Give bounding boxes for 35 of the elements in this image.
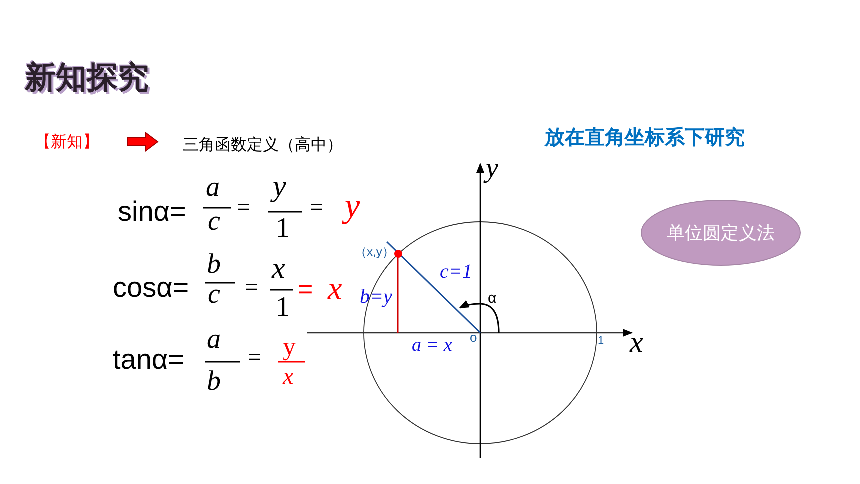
- formula-term: a: [206, 174, 220, 202]
- axis-label: x: [630, 328, 644, 358]
- tag-text: 【新知】: [35, 132, 128, 154]
- page-title: 新知探究: [25, 62, 149, 93]
- formula-result: x: [328, 272, 342, 304]
- equals-sign: =: [310, 196, 324, 220]
- segment-label: a = x: [412, 336, 452, 355]
- formula-term: y: [273, 172, 286, 202]
- axis-label: y: [486, 155, 498, 183]
- equals-sign: =: [245, 276, 259, 300]
- formula-term: x: [272, 254, 286, 284]
- angle-label: α: [488, 291, 497, 306]
- formula-text: cosα=: [113, 274, 190, 302]
- formula-term: 1: [276, 294, 290, 322]
- origin-label: o: [470, 331, 478, 344]
- method-ellipse: 单位圆定义法: [641, 200, 801, 266]
- heading-text: 三角函数定义（高中）: [158, 135, 398, 157]
- point-label: （x,y）: [355, 246, 394, 258]
- segment-label: c=1: [440, 262, 472, 282]
- equals-sign: =: [298, 276, 314, 302]
- formula-text: tanα=: [113, 346, 184, 374]
- formula-term: b: [207, 368, 221, 396]
- formula-result: x: [283, 365, 294, 389]
- subtitle: 放在直角坐标系下研究: [545, 128, 745, 148]
- formula-text: sinα=: [118, 198, 186, 226]
- equals-sign: =: [248, 346, 262, 370]
- formula-result: y: [283, 334, 296, 360]
- formula-term: b: [207, 251, 221, 279]
- formula-term: 1: [276, 215, 290, 243]
- tick-label: 1: [598, 336, 604, 347]
- formula-term: c: [208, 208, 220, 236]
- formula-term: c: [208, 281, 220, 309]
- formula-term: a: [207, 326, 221, 354]
- block-arrow: [128, 132, 159, 152]
- equals-sign: =: [237, 196, 251, 220]
